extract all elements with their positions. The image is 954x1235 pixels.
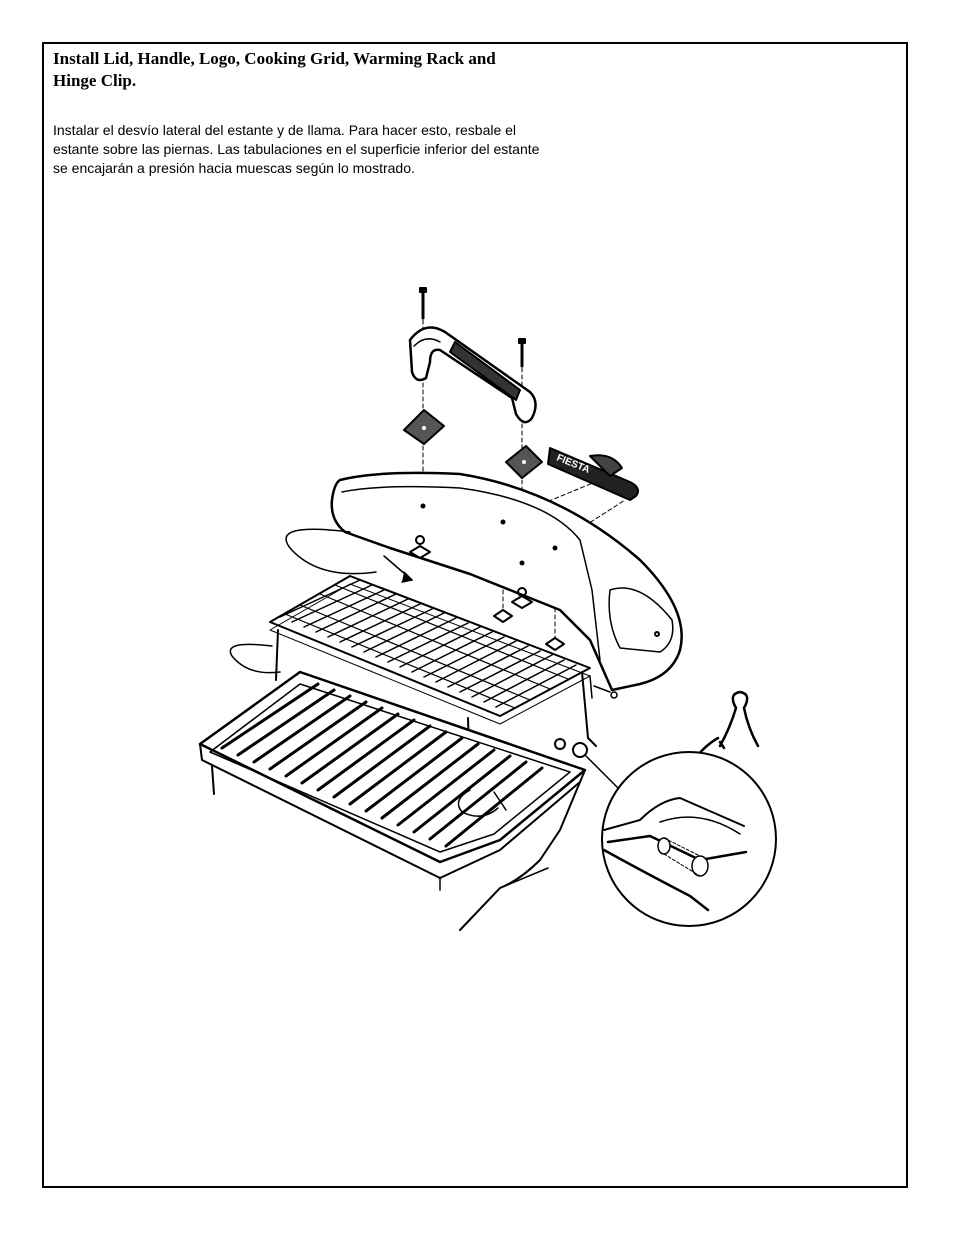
motion-loop-left — [229, 643, 281, 674]
wing-nut-2 — [511, 587, 533, 609]
wing-nut-1 — [409, 535, 431, 559]
screw-right — [518, 338, 526, 368]
hinge-clip — [718, 690, 760, 750]
motion-arrow-right — [593, 685, 618, 699]
wing-nut-4 — [545, 637, 565, 651]
hinge-detail-view — [601, 751, 777, 927]
lid-handle — [408, 326, 537, 424]
spacer-right — [505, 445, 543, 479]
page-border — [42, 42, 908, 1188]
screw-left — [419, 287, 427, 320]
grill-lid — [330, 471, 683, 692]
wing-nut-3 — [493, 609, 513, 623]
warming-rack — [269, 575, 597, 791]
instruction-title: Install Lid, Handle, Logo, Cooking Grid,… — [53, 49, 496, 90]
instruction-body: Instalar el desvío lateral del estante y… — [53, 122, 540, 176]
grill-base — [198, 670, 587, 931]
motion-loop-upper — [285, 528, 413, 583]
spacer-left — [403, 409, 445, 445]
logo-plate: FIESTA — [547, 447, 639, 501]
cooking-grid — [220, 682, 544, 848]
grid-handle-loop — [457, 789, 507, 817]
